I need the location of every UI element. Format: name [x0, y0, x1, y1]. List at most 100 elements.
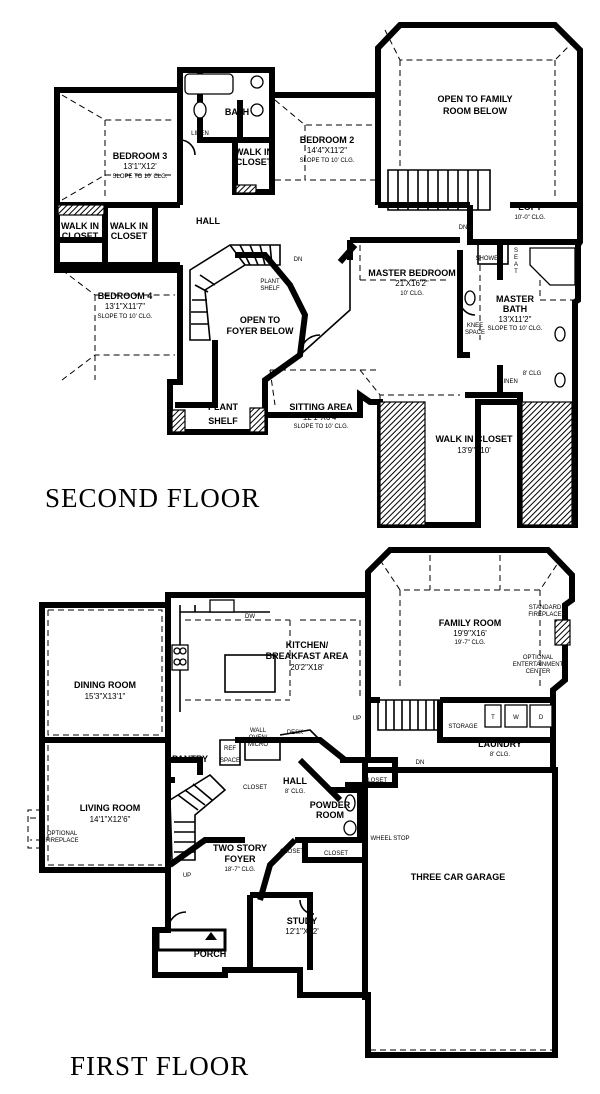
dn-label-1f: DN [416, 760, 425, 766]
laundry-note: 8' CLG. [490, 752, 510, 758]
walkin-left-label-2: CLOSET [62, 231, 99, 241]
master-bath-note: SLOPE TO 10' CLG. [488, 326, 543, 332]
bedroom2-note: SLOPE TO 10' CLG. [300, 158, 355, 164]
ref-and-oven [219, 729, 321, 766]
wall-oven-2: OVEN/ [249, 735, 268, 741]
bedroom2-name: BEDROOM 2 [300, 135, 355, 145]
study-dim: 12'1"X12' [285, 927, 319, 936]
seat-e: E [514, 255, 518, 261]
sink-bath-2 [250, 103, 264, 117]
hatch-walkin-b2 [235, 184, 257, 194]
second-floor-plan [54, 22, 583, 528]
shelf-label: SHELF [208, 416, 238, 426]
tub-sink [484, 704, 502, 728]
hall-name-1f: HALL [283, 776, 307, 786]
upper-stair-to-loft [387, 169, 491, 211]
first-floor-labels: DW KITCHEN/ BREAKFAST AREA 20'2"X18' FAM… [45, 605, 563, 959]
master-bath-dim: 13'X11'2" [499, 315, 532, 324]
master-bedroom-name: MASTER BEDROOM [368, 268, 456, 278]
walkin-b2-label-1: WALK IN [235, 147, 273, 157]
optional-ent-1: OPTIONAL [523, 655, 554, 661]
dining-room-dim: 15'3"X13'1" [85, 692, 126, 701]
w-label: W [513, 715, 519, 721]
t-label: T [491, 715, 495, 721]
optional-ent-2: ENTERTAINMENT [513, 662, 564, 668]
master-bath-name-2: BATH [503, 304, 527, 314]
sitting-area-note: SLOPE TO 10' CLG. [294, 424, 349, 430]
desk-label: DESK [287, 730, 303, 736]
foyer-note: 18'-7" CLG. [225, 867, 256, 873]
seat-t: T [514, 269, 518, 275]
wall-oven-1: WALL [250, 728, 267, 734]
eight-clg-label: 8' CLG [523, 371, 542, 377]
knee-space-1: KNEE [467, 323, 483, 329]
hatch-walkin-left-shelf [379, 401, 426, 526]
bedroom4-dim: 13'1"X11'7" [105, 302, 145, 311]
kitchen-island [224, 654, 276, 693]
dw-label: DW [245, 614, 255, 620]
walkin-big-name: WALK IN CLOSET [436, 434, 513, 444]
kitchen-name-1: KITCHEN/ [286, 640, 329, 650]
first-floor-door-swings [167, 899, 315, 931]
porch-label: PORCH [194, 949, 227, 959]
knee-space-2: SPACE [465, 330, 485, 336]
master-sink-2 [554, 326, 566, 342]
dn-label-stair: DN [294, 257, 303, 263]
bedroom3-name: BEDROOM 3 [113, 151, 168, 161]
linen-label-2: LINEN [500, 379, 518, 385]
second-floor-title: SECOND FLOOR [45, 483, 260, 513]
powder-room-2: ROOM [316, 810, 344, 820]
open-foyer-label-2: FOYER BELOW [227, 326, 295, 336]
powder-sink [344, 794, 356, 812]
dryer [529, 704, 553, 728]
walkin-mid-label-2: CLOSET [111, 231, 148, 241]
plant-shelf-small-1: PLANT [260, 279, 280, 285]
master-bedroom-dim: 21'X16'2" [395, 279, 429, 288]
loft-note: 10'-0" CLG. [515, 215, 546, 221]
bedroom4-note: SLOPE TO 10' CLG. [98, 314, 153, 320]
hatch-walkin-right-shelf [521, 401, 573, 526]
hall-note-1f: 8' CLG. [285, 789, 305, 795]
ref-label-1: REF [224, 746, 236, 752]
dn-label-loft: DN [459, 225, 468, 231]
foyer-name-1: TWO STORY [213, 843, 267, 853]
standard-fp-2: FIREPLACE [528, 612, 561, 618]
second-floor-door-swings [179, 139, 476, 356]
study-name: STUDY [287, 916, 318, 926]
powder-toilet [343, 820, 357, 836]
dining-room-name: DINING ROOM [74, 680, 136, 690]
open-foyer-label-1: OPEN TO [240, 315, 280, 325]
first-floor-stair-rear [377, 699, 441, 731]
hatch-plant-shelf [171, 409, 186, 433]
living-room-dim: 14'1"X12'6" [90, 815, 131, 824]
up-label-rear: UP [353, 716, 361, 722]
bedroom2-dim: 14'4"X11'2" [307, 146, 347, 155]
wall-oven-3: MICRO [248, 742, 268, 748]
bath-label: BATH [225, 107, 249, 117]
plant-shelf-small-2: SHELF [260, 286, 280, 292]
loft-name: LOFT [518, 202, 542, 212]
master-sink-1 [464, 290, 476, 306]
foyer-name-2: FOYER [224, 854, 256, 864]
toilet [193, 101, 207, 119]
seat-a: A [514, 262, 518, 268]
porch-wall [156, 928, 227, 952]
ref-label-2: SPACE [220, 758, 240, 764]
first-floor-stair-main [169, 773, 227, 861]
bedroom3-dim: 13'1"X12' [123, 162, 157, 171]
shower-box [477, 243, 509, 265]
optional-fp-1: OPTIONAL [47, 831, 78, 837]
second-floor-ceiling-lines [61, 29, 576, 406]
hatch-walkin-left [57, 204, 105, 216]
walkin-left-label-1: WALK IN [61, 221, 99, 231]
sink-bath [250, 75, 264, 89]
entry-arrow [205, 932, 217, 940]
closet-label-1: CLOSET [243, 785, 267, 791]
first-floor-ceiling-lines [47, 555, 561, 1051]
bedroom3-note: SLOPE TO 10' CLG. [113, 174, 168, 180]
washer [504, 704, 528, 728]
hall-label-2f: HALL [196, 216, 220, 226]
sitting-area-name: SITTING AREA [289, 402, 353, 412]
standard-fp-1: STANDARD [529, 605, 562, 611]
master-entry-wall [299, 260, 351, 356]
